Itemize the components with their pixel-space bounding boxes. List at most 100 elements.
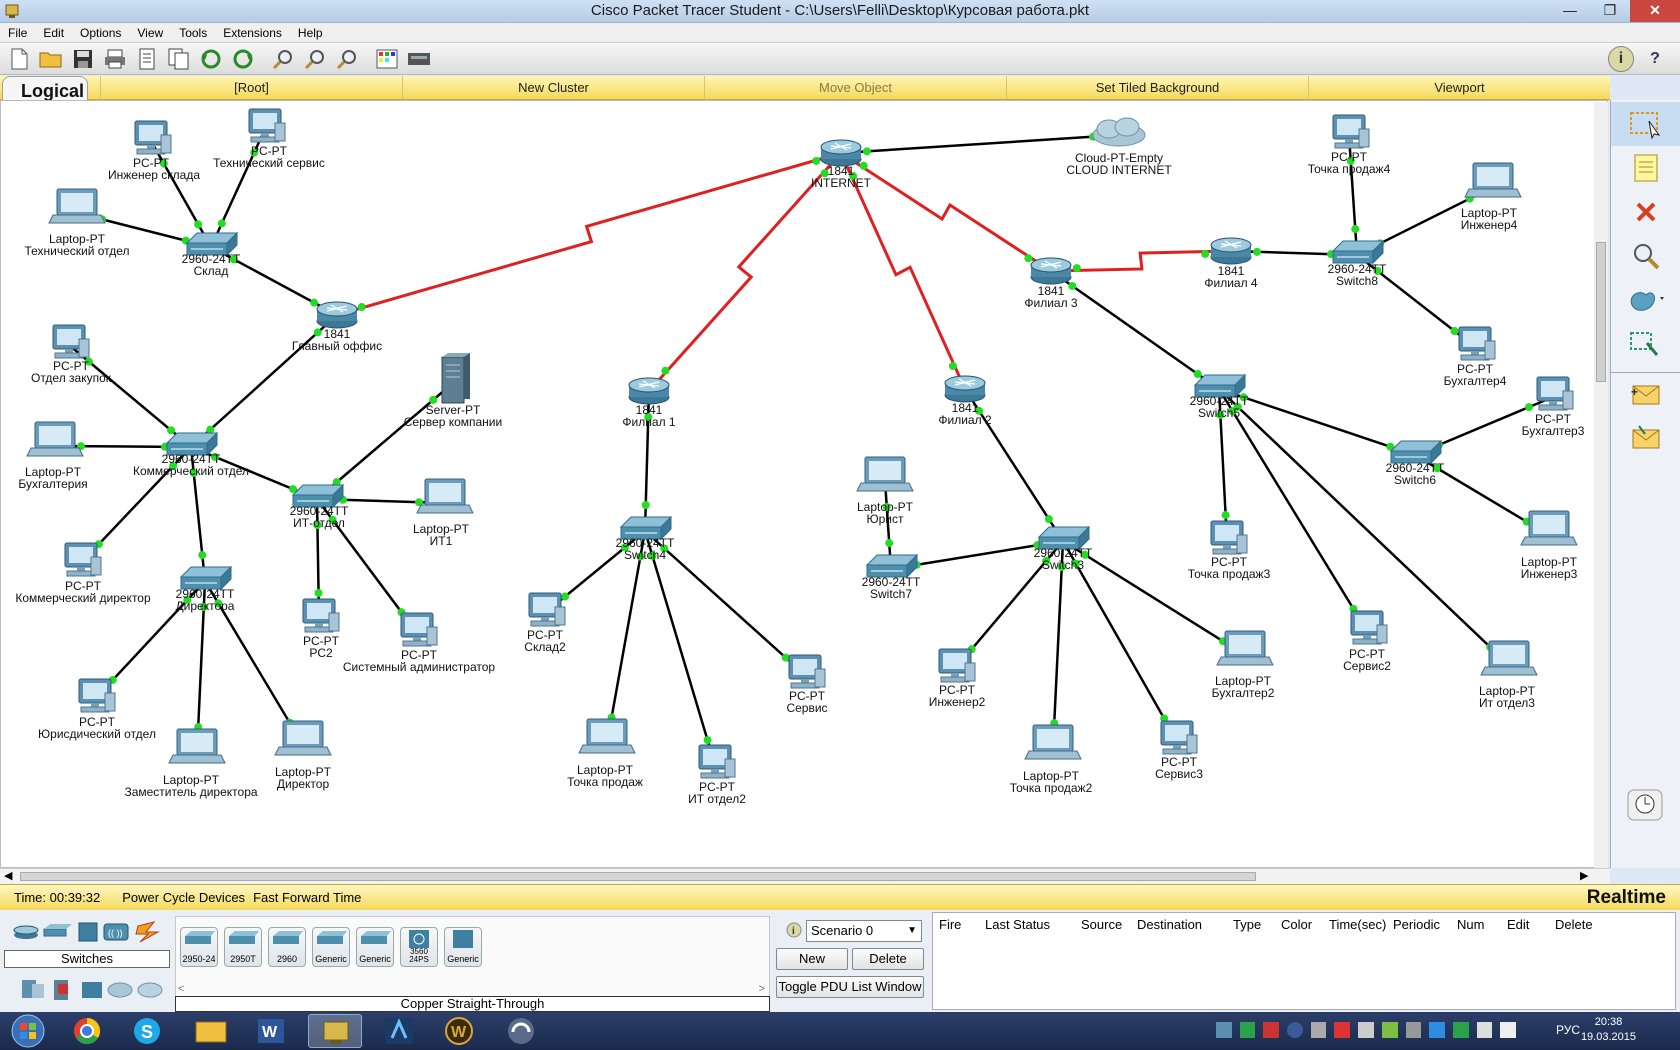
pc-sklad2-icon[interactable] [528, 592, 566, 627]
save-icon[interactable] [70, 46, 96, 72]
device-model-generic[interactable]: Generic [444, 927, 482, 967]
pc-accountant3-icon[interactable] [1536, 376, 1574, 411]
laptop-director-icon[interactable] [274, 720, 332, 756]
fast-forward-button[interactable]: Fast Forward Time [253, 890, 362, 905]
device-model-2960[interactable]: 2960 [268, 927, 306, 967]
input-language[interactable]: РУС [1555, 1023, 1580, 1037]
serial-link[interactable] [336, 151, 842, 317]
activity-wizard-icon[interactable] [134, 46, 160, 72]
tray-app-icon[interactable] [1405, 1022, 1422, 1038]
zoom-in-icon[interactable] [270, 46, 296, 72]
serial-link[interactable] [647, 151, 843, 393]
logical-workspace[interactable]: PC-PT Инженер склада PC-PT Технический с… [0, 100, 1608, 868]
copy-icon[interactable] [166, 46, 192, 72]
tray-app-icon[interactable] [1287, 1022, 1303, 1038]
ethernet-link[interactable] [643, 530, 717, 766]
router-filial3-icon[interactable] [1030, 257, 1072, 285]
new-cluster-button[interactable]: New Cluster [402, 76, 704, 99]
laptop-tech-dept-icon[interactable] [48, 188, 106, 224]
pc-service3-icon[interactable] [1160, 720, 1198, 755]
router-filial4-icon[interactable] [1210, 237, 1252, 265]
skype-taskbar-icon[interactable]: S [120, 1014, 174, 1048]
undo-icon[interactable] [198, 46, 224, 72]
menu-edit[interactable]: Edit [43, 25, 65, 40]
serial-link[interactable] [1050, 249, 1232, 273]
laptop-sales-point2-icon[interactable] [1024, 724, 1082, 760]
scroll-left-icon[interactable]: ◀ [4, 870, 13, 882]
switch6-icon[interactable] [1390, 440, 1442, 464]
laptop-sales-point-icon[interactable] [578, 718, 636, 754]
serial-link[interactable] [839, 152, 967, 390]
pc-legal-dept-icon[interactable] [78, 678, 116, 713]
tray-app-icon[interactable] [1358, 1022, 1374, 1038]
power-cycle-button[interactable]: Power Cycle Devices [122, 890, 246, 905]
word-taskbar-icon[interactable]: W [244, 1014, 298, 1048]
laptop-engineer4-icon[interactable] [1464, 162, 1522, 198]
laptop-accounting-icon[interactable] [26, 421, 84, 457]
open-folder-icon[interactable] [38, 46, 64, 72]
pc-commercial-director-icon[interactable] [64, 542, 102, 577]
note-tool-icon[interactable] [1611, 146, 1680, 190]
laptop-deputy-director-icon[interactable] [168, 728, 226, 764]
pc-tech-service-icon[interactable] [248, 108, 286, 143]
volume-icon[interactable] [1500, 1022, 1516, 1038]
system-tray[interactable] [1216, 1022, 1516, 1040]
laptop-engineer3-icon[interactable] [1520, 510, 1578, 546]
pc-it-dept2-icon[interactable] [698, 744, 736, 779]
ethernet-link[interactable] [1050, 269, 1220, 391]
ethernet-link[interactable] [544, 530, 646, 614]
maximize-button[interactable]: ❐ [1603, 2, 1617, 18]
ethernet-link[interactable] [1347, 134, 1359, 256]
ethernet-link[interactable] [1062, 539, 1246, 657]
inspect-tool-icon[interactable] [1611, 234, 1680, 278]
wow-taskbar-icon[interactable]: W [432, 1014, 486, 1048]
scenario-select[interactable]: Scenario 0▼ [806, 920, 922, 942]
pc-accountant4-icon[interactable] [1458, 326, 1496, 361]
help-icon[interactable]: ? [1650, 50, 1660, 67]
device-model-generic[interactable]: Generic [312, 927, 350, 967]
router-internet-icon[interactable] [820, 139, 862, 167]
info-icon[interactable]: i [1608, 46, 1634, 72]
add-simple-pdu-icon[interactable]: + [1611, 372, 1680, 416]
router-filial2-icon[interactable] [944, 375, 986, 403]
ethernet-link[interactable] [190, 314, 338, 448]
server-company-icon[interactable] [441, 352, 471, 404]
custom-device-icon[interactable] [406, 46, 432, 72]
tray-pdf-icon[interactable] [1334, 1022, 1351, 1038]
workspace-vertical-scrollbar[interactable] [1594, 102, 1608, 868]
device-model-generic[interactable]: Generic [356, 927, 394, 967]
menu-options[interactable]: Options [80, 25, 122, 40]
serial-link[interactable] [840, 151, 1052, 273]
move-object-button[interactable]: Move Object [704, 76, 1006, 99]
tray-app-icon[interactable] [1263, 1022, 1280, 1038]
device-list-scroll-left-icon[interactable]: < [178, 983, 185, 995]
switch7-icon[interactable] [866, 554, 918, 578]
explorer-taskbar-icon[interactable] [184, 1014, 238, 1048]
workspace-horizontal-scrollbar[interactable]: ◀ ▶ [0, 868, 1610, 884]
close-button[interactable]: ✕ [1630, 0, 1680, 22]
router-main-icon[interactable] [316, 301, 358, 329]
laptop-it-dept3-icon[interactable] [1480, 640, 1538, 676]
router-filial1-icon[interactable] [628, 377, 670, 405]
network-topology[interactable]: PC-PT Инженер склада PC-PT Технический с… [1, 101, 1595, 868]
menu-file[interactable]: File [8, 25, 28, 40]
menu-extensions[interactable]: Extensions [223, 25, 282, 40]
realtime-mode-label[interactable]: Realtime [1586, 887, 1666, 908]
laptop-it1-icon[interactable] [416, 478, 474, 514]
ethernet-link[interactable] [963, 388, 1065, 542]
pc-sales-point3-icon[interactable] [1210, 520, 1248, 555]
ethernet-link[interactable] [203, 580, 305, 746]
packet-tracer-taskbar-icon[interactable] [308, 1014, 362, 1048]
select-tool-icon[interactable] [1611, 102, 1680, 146]
root-nav[interactable]: [Root] [100, 76, 402, 99]
pc-sysadmin-icon[interactable] [400, 612, 438, 647]
ethernet-link[interactable] [1218, 388, 1510, 666]
pc-sales-point4-icon[interactable] [1332, 114, 1370, 149]
chrome-taskbar-icon[interactable] [60, 1014, 114, 1048]
toggle-pdu-list-button[interactable]: Toggle PDU List Window [776, 976, 924, 998]
tray-app-icon[interactable] [1216, 1022, 1232, 1038]
tray-network-icon[interactable] [1476, 1022, 1493, 1038]
taskbar-clock[interactable]: 20:38 19.03.2015 [1581, 1015, 1636, 1045]
cloud-internet-icon[interactable] [1092, 117, 1146, 147]
print-icon[interactable] [102, 46, 128, 72]
